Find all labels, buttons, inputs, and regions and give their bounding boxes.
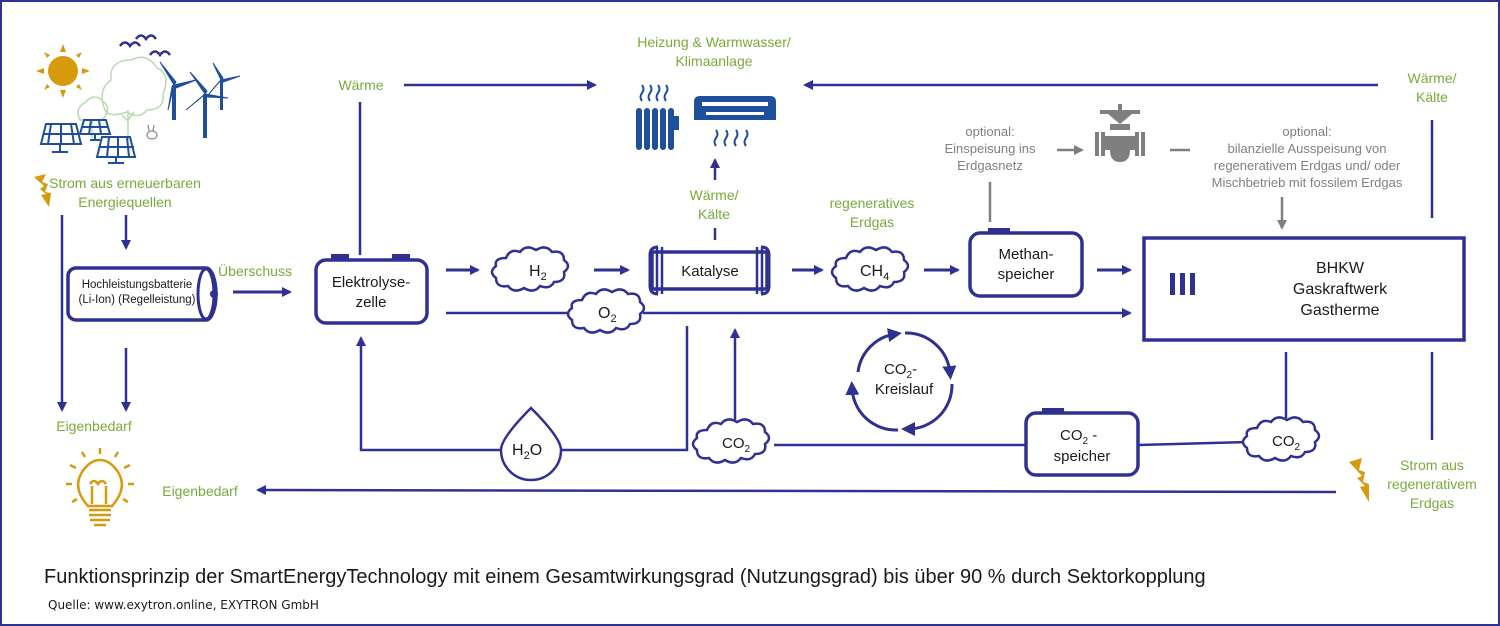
heating-label-line2: Klimaanlage (675, 53, 752, 69)
electrolysis-node: Elektrolyse- zelle (314, 254, 429, 325)
bhkw-bars-icon (1170, 273, 1195, 295)
katalyse-node: Katalyse (648, 245, 771, 296)
flow-lines (57, 80, 1434, 496)
tree-icon (77, 56, 167, 140)
regen-erdgas-label-line2: Erdgas (850, 214, 894, 230)
optional-right-line3: regenerativem Erdgas und/ oder (1214, 158, 1401, 173)
optional-left-line3: Erdgasnetz (957, 158, 1023, 173)
optional-right-line2: bilanzielle Ausspeisung von (1228, 141, 1387, 156)
optional-left-line2: Einspeisung ins (944, 141, 1036, 156)
electrolysis-label-line1: Elektrolyse- (332, 274, 410, 291)
waerme-kaelte-label-line1: Wärme/ (690, 187, 739, 203)
source-credit: Quelle: www.exytron.online, EXYTRON GmbH (48, 598, 319, 612)
strom-regen-label-line3: Erdgas (1410, 495, 1454, 511)
katalyse-label: Katalyse (681, 263, 739, 280)
kreislauf-label-line1: CO2- (884, 361, 917, 381)
strom-regen-label-line2: regenerativem (1387, 476, 1477, 492)
right-waerme-label-line2: Kälte (1416, 89, 1448, 105)
strom-regen-label-line1: Strom aus (1400, 457, 1464, 473)
co2-right-label: CO2 (1272, 433, 1301, 453)
methan-speicher-label-line2: speicher (998, 266, 1055, 283)
co2-speicher-node: CO2 - speicher (1024, 408, 1140, 477)
sun-icon (36, 44, 90, 98)
gas-valve-icon (1095, 104, 1145, 162)
co2-kreislauf-node: CO2- Kreislauf (845, 328, 957, 436)
eigenbedarf-top-label: Eigenbedarf (56, 418, 132, 434)
regen-erdgas-label-line1: regeneratives (830, 195, 915, 211)
electrolysis-label-line2: zelle (356, 294, 387, 311)
co2-left-label: CO2 (722, 435, 751, 455)
kreislauf-label-line2: Kreislauf (875, 381, 934, 398)
co2-speicher-label-line2: speicher (1054, 448, 1111, 465)
air-conditioner-icon (694, 96, 776, 147)
h2o-drop-node: H2O (499, 406, 563, 482)
co2-left-cloud-node: CO2 (691, 418, 771, 464)
right-waerme-label-line1: Wärme/ (1408, 70, 1457, 86)
birds-icon (118, 34, 172, 58)
renewables-illustration (36, 34, 241, 164)
diagram-caption: Funktionsprinzip der SmartEnergyTechnolo… (44, 566, 1206, 588)
o2-cloud-node: O2 (566, 288, 646, 334)
renewables-label-line2: Energiequellen (78, 194, 171, 210)
h2-label: H2 (529, 263, 547, 283)
ch4-cloud-node: CH4 (830, 246, 910, 292)
waerme-label: Wärme (338, 77, 383, 93)
battery-node: Hochleistungsbatterie (Li-Ion) (Regellei… (66, 266, 218, 322)
co2-speicher-label-line1: CO2 - (1060, 427, 1097, 447)
optional-right-line1: optional: (1282, 124, 1331, 139)
bhkw-label-line1: BHKW (1316, 260, 1365, 277)
methan-speicher-label-line1: Methan- (998, 246, 1053, 263)
lightbulb-icon (66, 448, 134, 527)
optional-left-line1: optional: (965, 124, 1014, 139)
rabbit-icon (146, 124, 158, 140)
lightning-icon (34, 174, 51, 207)
battery-label-line1: Hochleistungsbatterie (82, 279, 193, 291)
optional-right-line4: Mischbetrieb mit fossilem Erdgas (1212, 175, 1403, 190)
lightning-icon-right (1349, 458, 1369, 502)
waerme-kaelte-label-line2: Kälte (698, 206, 730, 222)
eigenbedarf-bottom-label: Eigenbedarf (162, 483, 238, 499)
wind-turbines-icon (159, 61, 241, 138)
h2o-label: H2O (512, 442, 542, 462)
co2-right-cloud-node: CO2 (1241, 416, 1321, 462)
heating-label-line1: Heizung & Warmwasser/ (637, 34, 791, 50)
h2-cloud-node: H2 (490, 246, 570, 292)
battery-label-line2: (Li-Ion) (Regelleistung) (79, 294, 196, 306)
methan-speicher-node: Methan- speicher (968, 228, 1084, 298)
o2-label: O2 (598, 305, 617, 325)
ueberschuss-label: Überschuss (218, 262, 292, 279)
renewables-label-line1: Strom aus erneuerbaren (49, 175, 201, 191)
bhkw-label-line2: Gaskraftwerk (1293, 281, 1388, 298)
bhkw-node: BHKW Gaskraftwerk Gastherme (1142, 236, 1466, 342)
radiator-icon (636, 84, 679, 150)
solar-panels-icon (39, 119, 137, 164)
ch4-label: CH4 (860, 263, 889, 283)
bhkw-label-line3: Gastherme (1300, 302, 1379, 319)
